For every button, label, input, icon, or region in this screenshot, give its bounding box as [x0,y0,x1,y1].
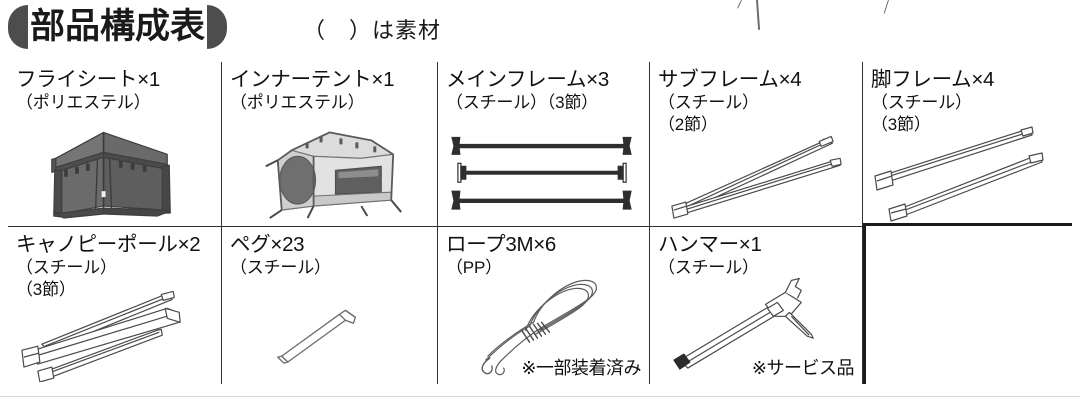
cell-rope: ロープ3M×6 （PP） [438,226,650,384]
sub-frame-icon [650,114,862,224]
cell-main-frame: メインフレーム×3 （スチール）（3節） [438,62,650,226]
cell-title: フライシート×1 [16,68,160,91]
canopy-pole-icon [8,272,221,382]
cell-sections: （3節） [16,279,76,299]
cell-material: （スチール） [871,93,972,112]
cell-peg: ペグ×23 （スチール） [222,226,438,384]
inner-tent-icon [222,114,437,224]
hammer-icon [650,272,862,382]
page-title-banner: 部品構成表 [8,2,228,52]
cell-canopy-pole: キャノピーポール×2 （スチール） （3節） [8,226,222,384]
stray-line-fragment-3 [883,0,890,14]
cell-title: ロープ3M×6 [446,233,557,256]
cell-title: サブフレーム×4 [658,68,802,91]
cell-sub-frame: サブフレーム×4 （スチール） （2節） [650,62,863,226]
cell-title: キャノピーポール×2 [16,233,201,256]
material-legend: （ ）は素材 [303,18,442,43]
stray-line-fragment-1 [756,0,760,30]
table-row: フライシート×1 （ポリエステル） [8,62,1072,226]
cell-hammer: ハンマー×1 （スチール） [650,226,863,384]
stray-line-fragment-2 [737,0,743,9]
table-row: キャノピーポール×2 （スチール） （3節） [8,226,1072,384]
page-bottom-rule [0,396,1080,397]
peg-icon [222,272,437,382]
cell-note: ※サービス品 [751,358,855,378]
cell-title: メインフレーム×3 [446,68,609,91]
cell-leg-frame: 脚フレーム×4 （スチール） （3節） [863,62,1072,226]
cell-inner-tent: インナーテント×1 （ポリエステル） [222,62,438,226]
cell-empty [863,226,1072,384]
cell-title: インナーテント×1 [230,68,395,91]
cell-sections: （2節） [658,114,718,134]
cell-title: ペグ×23 [230,233,305,256]
cell-material: （スチール） [16,258,117,277]
banner-right-cap-icon [207,5,228,49]
cell-material: （ポリエステル） [16,93,151,112]
page-title: 部品構成表 [30,7,206,46]
cell-material: （PP） [446,258,502,277]
cell-material: （スチール） [658,258,759,277]
banner-left-cap-icon [8,5,28,49]
cell-material: （スチール） [658,93,759,112]
cell-material: （スチール）（3節） [446,93,598,112]
cell-title: 脚フレーム×4 [871,68,995,91]
main-frame-icon [438,114,649,224]
cell-sections: （3節） [871,114,931,134]
parts-table: フライシート×1 （ポリエステル） [8,62,1072,384]
cell-note: ※一部装着済み [521,358,641,378]
rope-icon [438,272,649,382]
cell-fly-sheet: フライシート×1 （ポリエステル） [8,62,222,226]
cell-material: （ポリエステル） [230,93,365,112]
cell-title: ハンマー×1 [658,233,762,256]
tent-fly-icon [8,114,221,224]
leg-frame-icon [863,114,1072,224]
cell-material: （スチール） [230,258,331,277]
